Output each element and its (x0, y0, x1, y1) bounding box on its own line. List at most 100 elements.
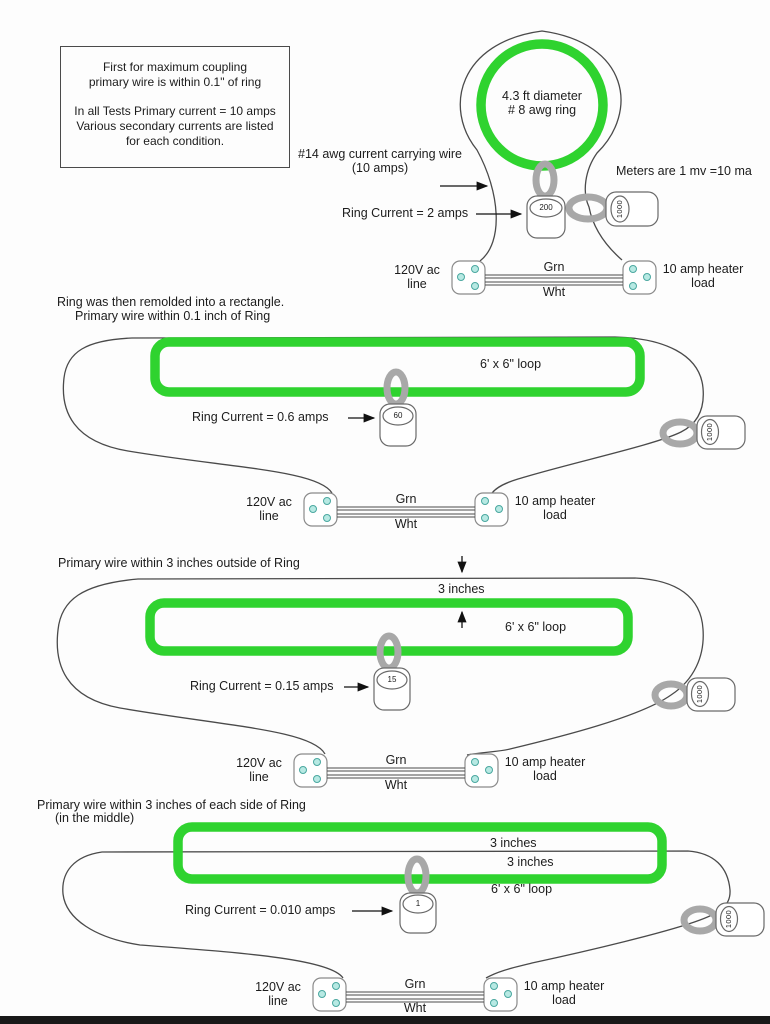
ring-meter-reading-3: 15 (387, 675, 397, 684)
loop-size-label-3: 6' x 6" loop (505, 620, 567, 634)
green-wire-label-4: Grn (404, 977, 426, 991)
cord-wires-1 (485, 274, 623, 286)
ring-current-label-4: Ring Current = 0.010 amps (185, 903, 336, 917)
load-line: load (552, 992, 576, 1007)
ring-meter-dial-4 (402, 894, 434, 914)
plug-pin (318, 990, 326, 998)
ring-current-label-1: Ring Current = 2 amps (342, 206, 469, 220)
supply-line: 120V ac (246, 495, 292, 509)
supply-label-4: 120V ac line (247, 980, 309, 1008)
white-wire-label-4: Wht (403, 1001, 427, 1015)
line-meter-dial-1 (610, 195, 630, 223)
plug-pin (471, 775, 479, 783)
white-wire-label-3: Wht (384, 778, 408, 792)
supply-label-3: 120V ac line (228, 756, 290, 784)
section4-header-line1: Primary wire within 3 inches of each sid… (37, 798, 306, 812)
notes-line: Various secondary currents are listed (76, 119, 274, 133)
plug-pin (332, 999, 340, 1007)
cord-wires-2 (337, 506, 475, 518)
photo-edge-bar (0, 1016, 770, 1024)
load-line: load (533, 768, 557, 783)
primary-wire-loop-2 (62, 336, 704, 494)
plug-pin (490, 982, 498, 990)
supply-label-1: 120V ac line (386, 263, 448, 291)
notes-line: primary wire is within 0.1" of ring (88, 75, 262, 89)
section3-header: Primary wire within 3 inches outside of … (58, 556, 300, 570)
green-loop-rect-4 (173, 822, 667, 884)
line-meter-reading-1: 1000 (615, 199, 624, 219)
plug-pin (323, 514, 331, 522)
plug-pin (495, 505, 503, 513)
ring-meter-reading-1: 200 (539, 203, 553, 212)
section4-header-line2: (in the middle) (55, 811, 135, 825)
notes-line: In all Tests Primary current = 10 amps (74, 104, 276, 118)
primary-wire-line: (10 amps) (351, 160, 409, 175)
ring-current-label-3: Ring Current = 0.15 amps (190, 679, 334, 693)
load-plug-1 (622, 260, 657, 295)
meters-note: Meters are 1 mv =10 ma (616, 164, 752, 178)
supply-plug-4 (312, 977, 347, 1012)
white-wire-label-2: Wht (394, 517, 418, 531)
ring-current-label-2: Ring Current = 0.6 amps (192, 410, 329, 424)
plug-pin (481, 497, 489, 505)
line-meter-dial-4 (719, 905, 739, 933)
supply-plug-1 (451, 260, 486, 295)
loop-size-label-4: 6' x 6" loop (491, 882, 553, 896)
load-label-1: 10 amp heater load (658, 262, 748, 290)
white-wire-label-1: Wht (542, 285, 566, 299)
primary-wire-loop-4 (62, 850, 731, 979)
line-meter-reading-4: 1000 (724, 909, 733, 929)
loop-size-label-2: 6' x 6" loop (480, 357, 542, 371)
load-plug-3 (464, 753, 499, 788)
green-wire-label-3: Grn (385, 753, 407, 767)
plug-pin (485, 766, 493, 774)
plug-pin (471, 758, 479, 766)
ring-meter-dial-1 (529, 198, 563, 218)
line-meter-reading-2: 1000 (705, 422, 714, 442)
load-line: 10 amp heater (662, 262, 744, 276)
ring-size-line: 4.3 ft diameter (502, 89, 582, 103)
supply-plug-2 (303, 492, 338, 527)
notes-line: for each condition. (125, 134, 225, 148)
supply-line: line (407, 276, 427, 291)
plug-pin (643, 273, 651, 281)
plug-pin (309, 505, 317, 513)
primary-wire-label: #14 awg current carrying wire (10 amps) (290, 147, 470, 175)
primary-wire-loop-3 (56, 577, 704, 756)
ring-meter-dial-3 (376, 670, 408, 690)
plug-pin (332, 982, 340, 990)
supply-label-2: 120V ac line (238, 495, 300, 523)
plug-pin (504, 990, 512, 998)
load-label-3: 10 amp heater load (500, 755, 590, 783)
plug-pin (629, 265, 637, 273)
supply-line: line (249, 769, 269, 784)
plug-pin (490, 999, 498, 1007)
plug-pin (471, 282, 479, 290)
line-meter-dial-2 (700, 418, 720, 446)
supply-line: 120V ac (236, 756, 282, 770)
green-wire-label-1: Grn (543, 260, 565, 274)
load-line: 10 amp heater (514, 494, 596, 508)
gap-label-3: 3 inches (438, 582, 485, 596)
load-label-4: 10 amp heater load (519, 979, 609, 1007)
line-meter-dial-3 (690, 680, 710, 708)
green-loop-rect-2 (150, 337, 645, 397)
plug-pin (471, 265, 479, 273)
supply-line: line (268, 993, 288, 1008)
supply-line: 120V ac (255, 980, 301, 994)
ring-meter-dial-2 (382, 406, 414, 426)
load-line: 10 amp heater (523, 979, 605, 993)
ring-meter-reading-2: 60 (393, 411, 403, 420)
plug-pin (629, 282, 637, 290)
load-line: load (543, 507, 567, 522)
supply-plug-3 (293, 753, 328, 788)
ring-size-label: 4.3 ft diameter # 8 awg ring (477, 89, 607, 117)
plug-pin (481, 514, 489, 522)
plug-pin (313, 758, 321, 766)
section2-header-line2: Primary wire within 0.1 inch of Ring (75, 309, 271, 323)
load-line: 10 amp heater (504, 755, 586, 769)
section2-header-line1: Ring was then remolded into a rectangle. (57, 295, 285, 309)
line-meter-reading-3: 1000 (695, 684, 704, 704)
